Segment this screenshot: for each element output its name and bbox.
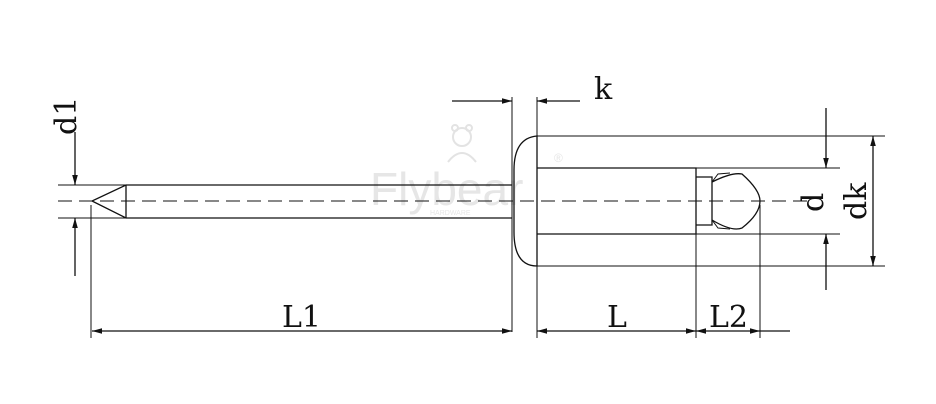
watermark-registered: ® <box>554 151 563 165</box>
watermark-brand: Flybear <box>370 163 523 215</box>
mandrel-head <box>696 176 713 226</box>
label-dk: dk <box>839 182 874 220</box>
label-l1: L1 <box>282 300 321 335</box>
label-l2: L2 <box>709 300 748 335</box>
rivet-body <box>537 167 697 235</box>
rivet-head <box>513 135 538 267</box>
mandrel <box>90 184 512 219</box>
label-d: d <box>796 193 831 212</box>
bear-logo-icon <box>447 124 477 163</box>
mandrel-shoulder <box>711 172 731 230</box>
label-k: k <box>594 72 613 107</box>
watermark-subtitle: HARDWARE <box>430 210 471 217</box>
watermark: Flybear ® HARDWARE <box>370 124 563 217</box>
mandrel-dome <box>711 173 761 230</box>
label-d1: d1 <box>49 97 84 135</box>
label-l: L <box>607 300 627 335</box>
